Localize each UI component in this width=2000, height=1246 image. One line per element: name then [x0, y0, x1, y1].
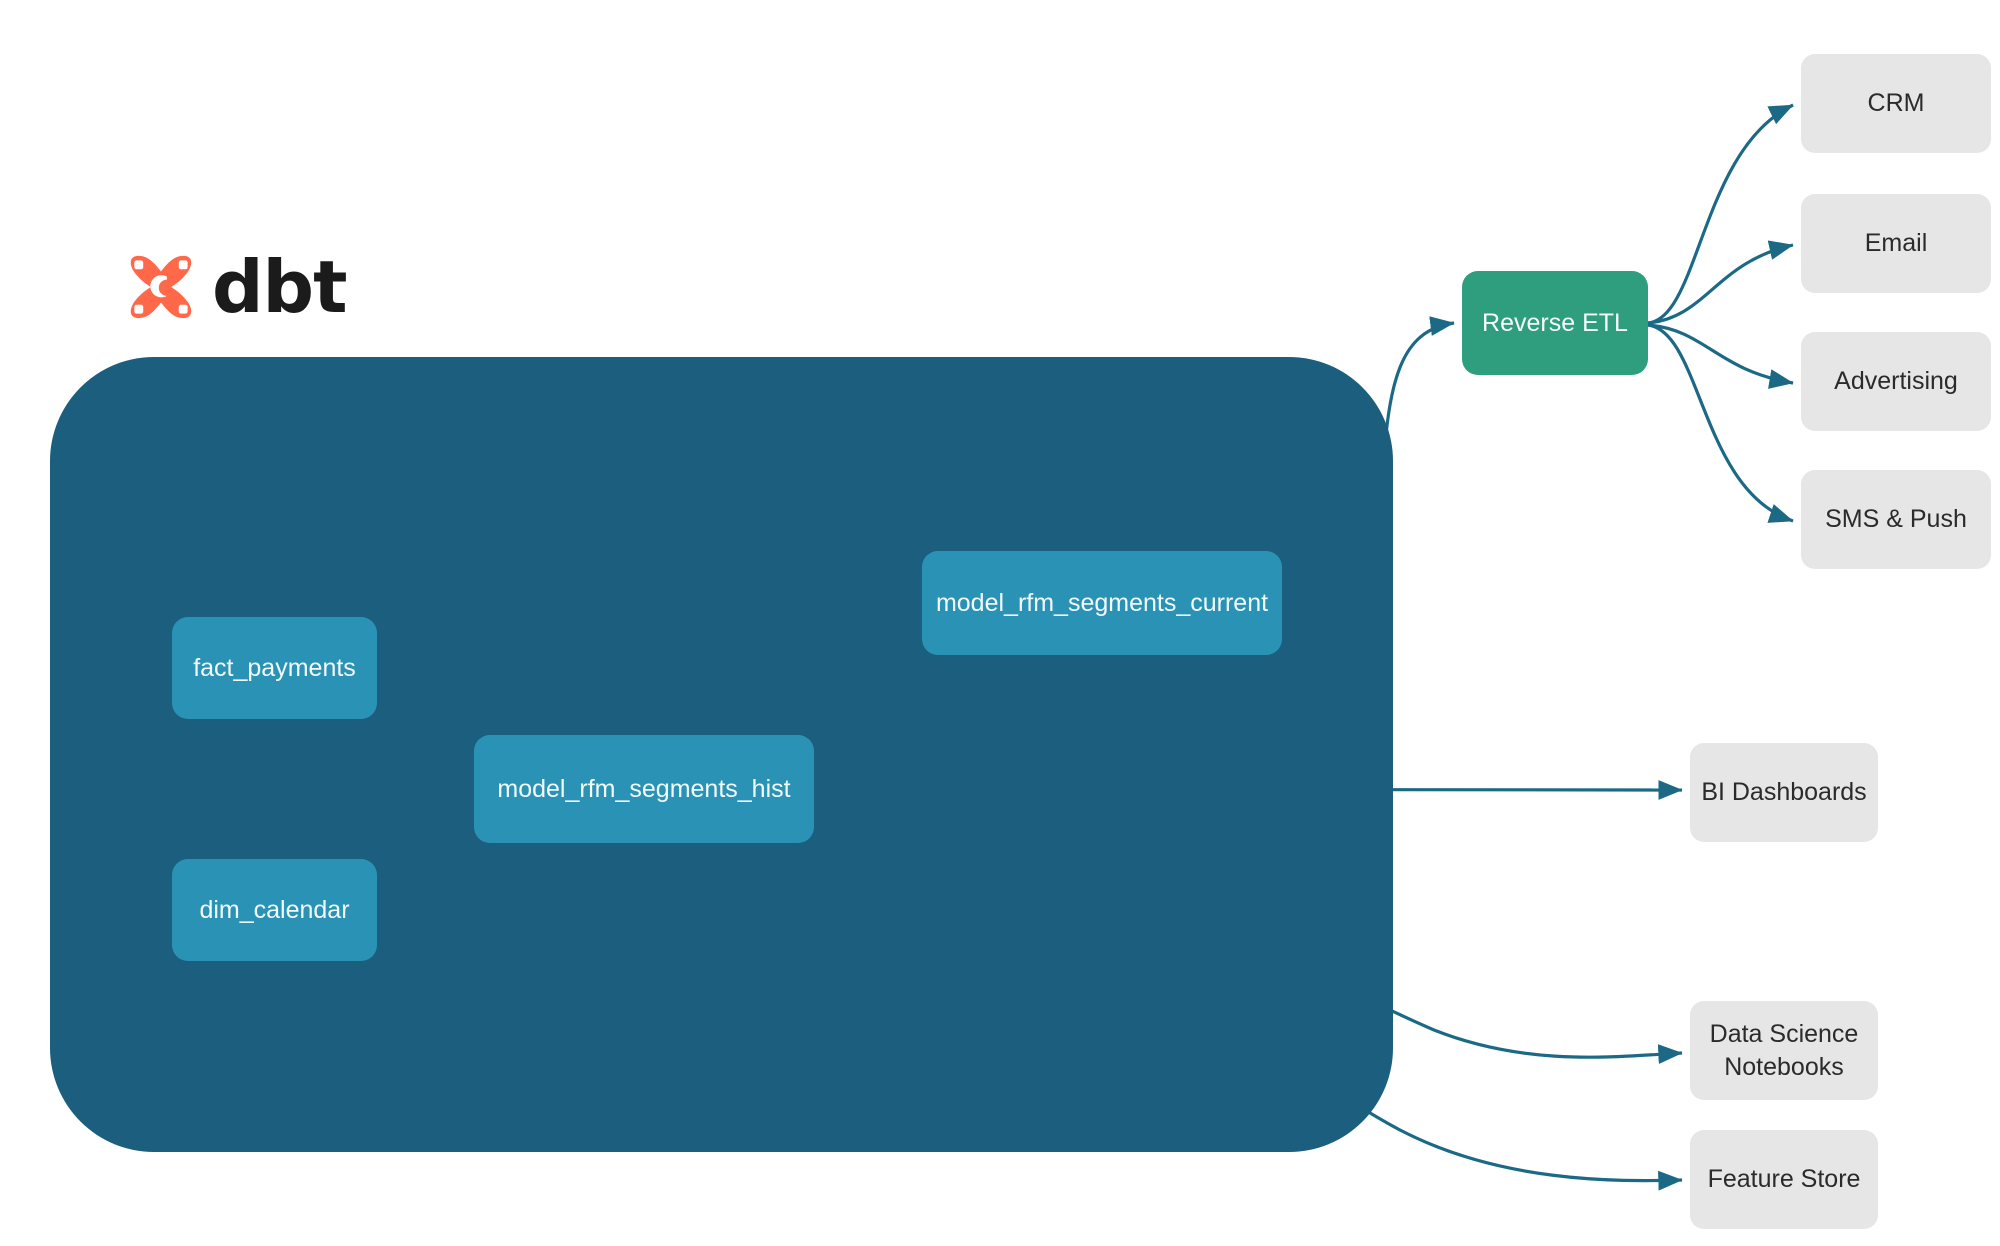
node-model-rfm-segments-hist-label: model_rfm_segments_hist [497, 774, 791, 803]
node-dim-calendar[interactable]: dim_calendar [172, 859, 377, 961]
node-crm-label: CRM [1867, 89, 1925, 118]
node-reverse-etl[interactable]: Reverse ETL [1462, 271, 1648, 375]
node-email[interactable]: Email [1801, 194, 1991, 293]
node-feature-store-label: Feature Store [1707, 1165, 1861, 1194]
node-reverse-etl-label: Reverse ETL [1482, 308, 1628, 337]
node-feature-store[interactable]: Feature Store [1690, 1130, 1878, 1229]
edge-reverse-etl-to-advertising [1647, 323, 1794, 389]
node-data-science-notebooks-line2: Notebooks [1724, 1052, 1844, 1081]
node-advertising-label: Advertising [1834, 367, 1958, 396]
node-bi-dashboards-label: BI Dashboards [1701, 778, 1867, 807]
node-email-label: Email [1864, 229, 1928, 258]
node-dim-calendar-label: dim_calendar [199, 895, 350, 924]
node-bi-dashboards[interactable]: BI Dashboards [1690, 743, 1878, 842]
node-data-science-notebooks-label: Data Science Notebooks [1710, 1018, 1859, 1083]
dbt-brand-lockup: dbt [124, 250, 347, 324]
edge-reverse-etl-to-sms-push [1647, 323, 1794, 523]
node-data-science-notebooks-line1: Data Science [1709, 1020, 1859, 1048]
node-fact-payments[interactable]: fact_payments [172, 617, 377, 719]
node-model-rfm-segments-hist[interactable]: model_rfm_segments_hist [474, 735, 814, 843]
node-fact-payments-label: fact_payments [193, 653, 356, 682]
node-sms-push-label: SMS & Push [1825, 505, 1967, 534]
dbt-wordmark: dbt [212, 245, 347, 329]
edge-reverse-etl-to-crm [1647, 103, 1794, 325]
edge-reverse-etl-to-email [1647, 240, 1794, 325]
dbt-logo-icon [130, 255, 192, 319]
node-sms-push[interactable]: SMS & Push [1801, 470, 1991, 569]
node-crm[interactable]: CRM [1801, 54, 1991, 153]
node-advertising[interactable]: Advertising [1801, 332, 1991, 431]
node-model-rfm-segments-current[interactable]: model_rfm_segments_current [922, 551, 1282, 655]
node-model-rfm-segments-current-label: model_rfm_segments_current [935, 588, 1269, 617]
node-data-science-notebooks[interactable]: Data Science Notebooks [1690, 1001, 1878, 1100]
